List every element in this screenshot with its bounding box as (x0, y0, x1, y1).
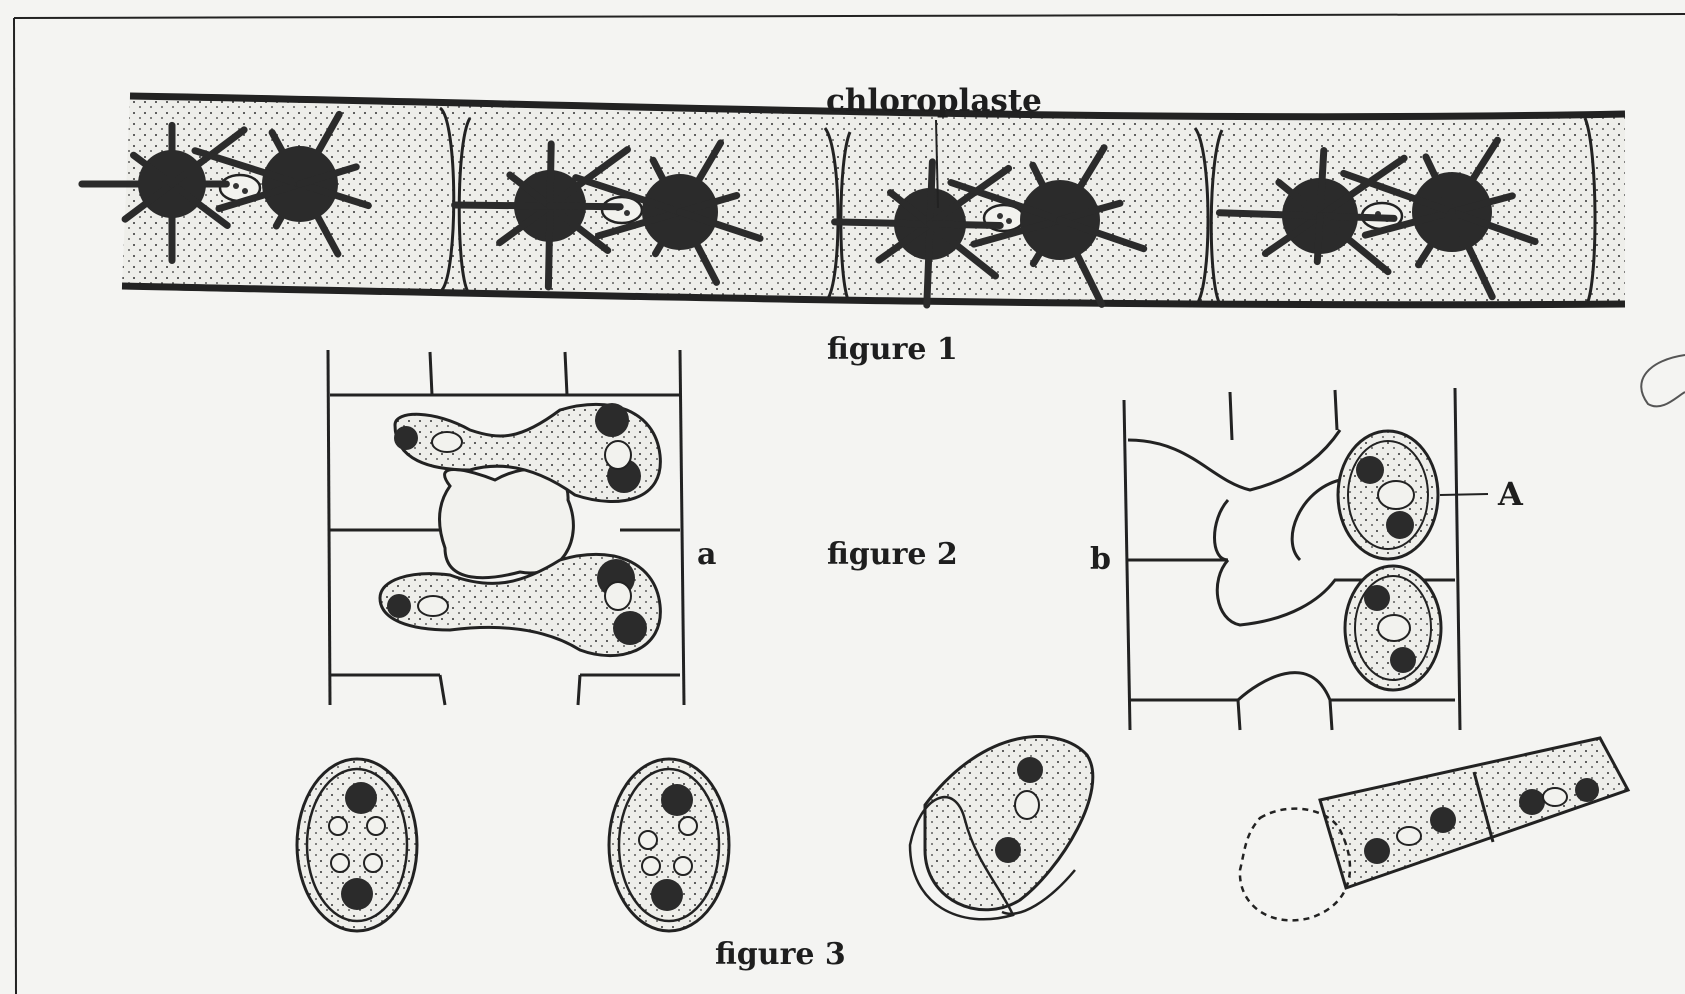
chloroplast-arm (1317, 216, 1320, 262)
chloroplast-arm (550, 144, 551, 206)
label-b: b (1090, 545, 1111, 575)
chloroplast-arm (835, 222, 930, 224)
figure3-germination-stages (297, 737, 1628, 931)
chloroplast-arm (930, 162, 932, 224)
caption-figure-2: figure 2 (827, 540, 958, 570)
chloroplast-arm (1320, 216, 1394, 218)
label-chloroplaste: chloroplaste (826, 86, 1042, 117)
caption-figure-3: figure 3 (715, 940, 846, 970)
chloroplast-arm (1219, 213, 1320, 216)
chloroplast-arm (550, 206, 620, 207)
margin-scribble (1641, 355, 1685, 406)
chloroplast-arm (1320, 151, 1324, 217)
chloroplast-arm (548, 206, 550, 287)
label-a: a (697, 540, 716, 570)
label-A: A (1498, 478, 1523, 510)
chloroplast-arm (930, 224, 1000, 226)
chloroplast-arm (455, 205, 550, 206)
caption-figure-1: figure 1 (827, 335, 958, 365)
chloroplast-arm (927, 224, 930, 305)
label-A-pointer-line (1440, 494, 1488, 495)
figure2a-conjugating-filaments (328, 350, 684, 705)
